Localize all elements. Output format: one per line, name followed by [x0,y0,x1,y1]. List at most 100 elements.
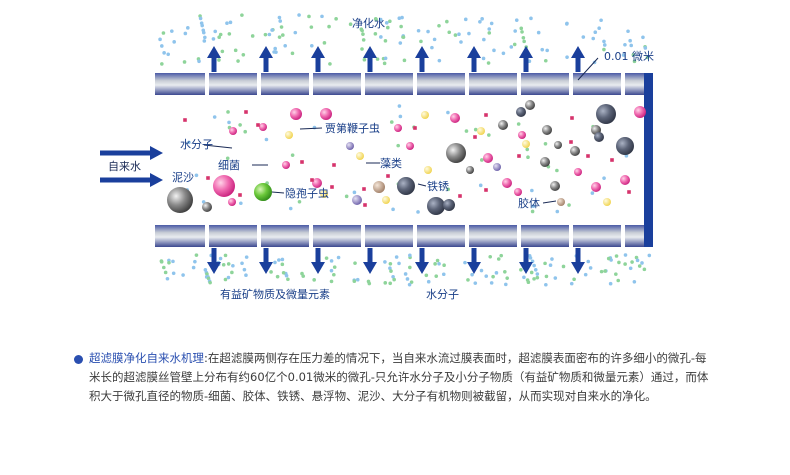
water-dot [334,17,338,21]
water-dot [218,256,223,261]
water-dot [226,275,231,280]
particle [312,178,322,188]
arrow-down-icon [415,262,429,274]
water-dot [470,272,474,277]
water-dot [388,19,392,24]
membrane-pore [361,73,365,95]
water-dot [569,281,574,286]
water-dot [218,32,223,37]
water-molecule [225,156,230,161]
upper-membrane-wall [155,73,651,95]
particle [518,131,526,139]
water-dot [221,262,226,267]
water-dot [290,51,295,56]
water-dot [240,261,244,266]
bacteria-label: 细菌 [218,159,240,172]
water-dot [322,41,327,45]
water-dot [586,259,591,264]
particle [570,116,574,120]
water-dot [198,16,203,21]
particle [542,125,552,135]
water-dot [384,21,389,25]
water-dot [513,29,517,33]
water-dot [435,258,440,263]
water-dot [401,35,406,39]
water-dot [227,32,232,36]
water-dot [320,14,324,19]
water-dot [278,19,283,23]
water-molecule [389,120,394,124]
arrow-down-icon [575,248,581,262]
water-molecule [473,127,478,132]
arrow-down-icon [363,262,377,274]
particle [569,140,573,144]
arrow-up-icon [571,46,585,58]
water-dot [158,37,162,42]
arrow-down-icon [367,248,373,262]
description-text: 超滤膜净化自来水机理:在超滤膜两侧存在压力差的情况下，当自来水流过膜表面时，超滤… [89,349,714,406]
arrow-up-icon [363,46,377,58]
water-molecule [479,158,484,162]
water-dot [488,254,493,259]
membrane-pore [205,225,209,247]
particle [183,118,187,122]
rust-particle [616,137,634,155]
water-dot [362,57,367,62]
water-dot [217,35,221,40]
particle [502,178,512,188]
water-dot [550,257,554,261]
water-dot [602,43,607,47]
particle [594,132,604,142]
water-dot [328,62,332,66]
water-dot [267,32,272,37]
arrow-down-icon [207,262,221,274]
water-dot [206,276,211,281]
water-dot [426,279,431,284]
particle [356,152,364,160]
water-dot [526,280,531,284]
particle [473,135,477,139]
minerals-label: 有益矿物质及微量元素 [220,287,330,301]
water-dot [520,30,524,34]
cryptosporidium-label: 隐孢子虫 [285,187,329,200]
membrane-pore [465,225,469,247]
water-dot [172,40,176,44]
water-dot [494,271,499,275]
water-dot [408,265,412,270]
arrow-up-icon [367,58,373,72]
water-molecule [530,188,534,193]
arrow-down-icon [471,248,477,262]
particle [310,178,314,182]
water-dot [479,268,484,273]
particle [484,188,488,192]
arrow-up-icon [523,58,529,72]
rust-label: 铁锈 [427,180,449,193]
water-dot [263,32,268,37]
water-dot [194,253,199,257]
water-molecule [187,140,191,145]
water-dot [388,281,393,286]
water-dot [388,261,393,266]
water-molecule [227,120,231,125]
water-dot [233,48,238,53]
water-dot [593,30,598,35]
water-molecule-label: 水分子 [180,138,213,151]
water-dot [628,266,633,271]
particle [603,198,611,206]
water-dot [286,277,290,282]
particle [586,154,590,158]
water-dot [378,17,383,22]
water-dot [277,15,282,20]
particle [483,153,493,163]
water-dot [361,32,365,36]
water-dot [545,48,549,53]
water-dot [447,30,452,35]
particle [346,142,354,150]
water-dot [509,45,514,49]
particle [259,123,267,131]
water-dot [211,37,216,41]
water-dot [631,53,636,57]
arrow-down-icon [419,248,425,262]
membrane-pore [413,225,417,247]
water-dot [160,44,164,48]
